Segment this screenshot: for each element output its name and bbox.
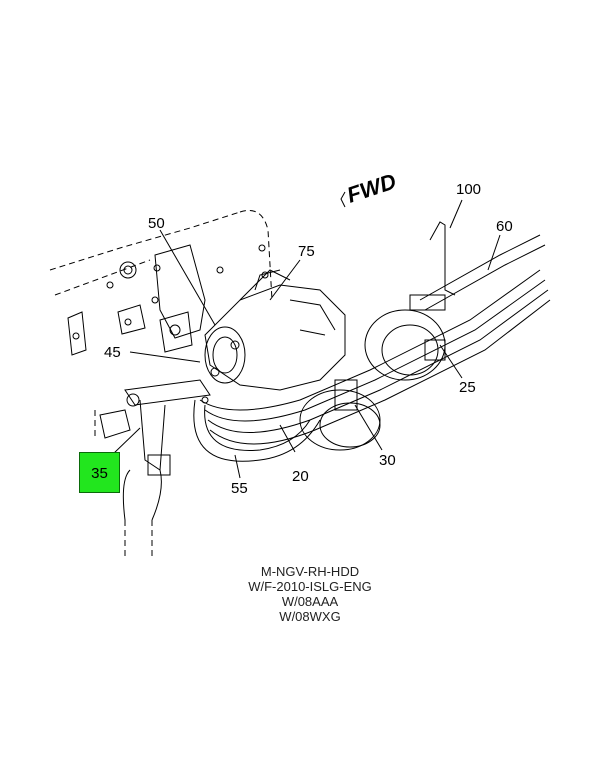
caption-line: W/F-2010-ISLG-ENG xyxy=(248,579,372,594)
callout-100[interactable]: 100 xyxy=(456,181,481,198)
callout-20[interactable]: 20 xyxy=(292,468,309,485)
callout-55[interactable]: 55 xyxy=(231,480,248,497)
callout-60[interactable]: 60 xyxy=(496,218,513,235)
caption-line: W/08WXG xyxy=(279,609,341,624)
caption-line: M-NGV-RH-HDD xyxy=(260,564,360,579)
callout-45[interactable]: 45 xyxy=(104,344,121,361)
caption-line: W/08AAA xyxy=(281,594,339,609)
callout-25[interactable]: 25 xyxy=(459,379,476,396)
callout-75[interactable]: 75 xyxy=(298,243,315,260)
callout-30[interactable]: 30 xyxy=(379,452,396,469)
callout-35[interactable]: 35 xyxy=(91,465,108,482)
highlighted-callout-box[interactable] xyxy=(79,452,120,493)
callout-50[interactable]: 50 xyxy=(148,215,165,232)
forward-direction-label: FWD xyxy=(344,168,399,207)
